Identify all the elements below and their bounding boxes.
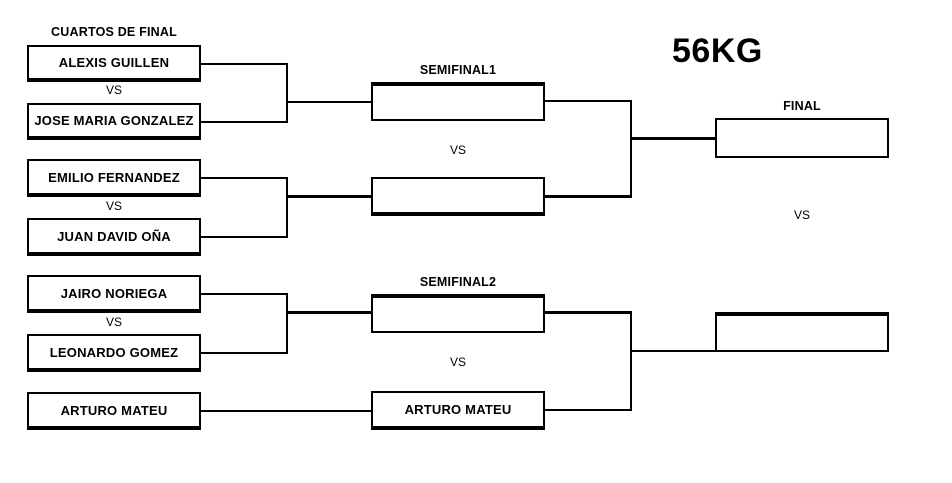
- qf1-bottom-connector: [200, 121, 288, 123]
- qf3-slot-bottom-label: LEONARDO GOMEZ: [49, 344, 179, 360]
- qf1-vs-label: VS: [105, 83, 122, 97]
- qf3-slot-bottom[interactable]: LEONARDO GOMEZ: [27, 334, 201, 372]
- round-label-final: FINAL: [783, 99, 821, 113]
- sf1-vs-label: VS: [449, 143, 466, 157]
- qf3-vs-label: VS: [105, 315, 122, 329]
- sf1-vertical-connector: [630, 100, 632, 197]
- qf1-vertical-connector: [286, 63, 288, 123]
- qf2-vertical-connector: [286, 177, 288, 238]
- qf2-bottom-connector: [200, 236, 288, 238]
- sf2-slot-bottom-label: ARTURO MATEU: [404, 402, 512, 417]
- qf2-vs-label: VS: [105, 199, 122, 213]
- sf2-top-connector: [545, 311, 632, 314]
- sf1-top-connector: [545, 100, 632, 102]
- sf2-to-final-connector: [630, 350, 716, 352]
- qf3-bottom-connector: [200, 352, 288, 354]
- sf1-slot-top[interactable]: [371, 82, 545, 121]
- round-label-semifinal-1: SEMIFINAL1: [419, 63, 497, 77]
- sf1-slot-bottom[interactable]: [371, 177, 545, 216]
- qf3-slot-top[interactable]: JAIRO NORIEGA: [27, 275, 201, 313]
- weight-class-title: 56KG: [672, 32, 763, 70]
- qf1-to-semifinal-connector: [286, 101, 372, 103]
- sf2-vertical-connector: [630, 311, 632, 411]
- qf4-slot-top-label: ARTURO MATEU: [60, 402, 168, 418]
- round-label-semifinal-2: SEMIFINAL2: [419, 275, 497, 289]
- qf2-slot-top[interactable]: EMILIO FERNANDEZ: [27, 159, 201, 197]
- sf2-vs-label: VS: [449, 355, 466, 369]
- qf2-slot-top-label: EMILIO FERNANDEZ: [48, 169, 180, 185]
- qf1-slot-bottom-label: JOSE MARIA GONZALEZ: [34, 113, 194, 128]
- sf1-bottom-connector: [545, 195, 632, 198]
- round-label-quarterfinals: CUARTOS DE FINAL: [51, 25, 177, 39]
- final-vs-label: VS: [793, 208, 810, 222]
- sf2-slot-top[interactable]: [371, 294, 545, 333]
- sf2-bottom-connector: [545, 409, 632, 411]
- final-slot-top[interactable]: [715, 118, 889, 158]
- qf4-slot-top[interactable]: ARTURO MATEU: [27, 392, 201, 430]
- qf2-slot-bottom-label: JUAN DAVID OÑA: [57, 228, 171, 244]
- qf1-slot-top-label: ALEXIS GUILLEN: [58, 55, 170, 70]
- qf3-vertical-connector: [286, 293, 288, 354]
- qf3-top-connector: [200, 293, 288, 295]
- qf1-slot-bottom[interactable]: JOSE MARIA GONZALEZ: [27, 103, 201, 140]
- sf2-slot-bottom[interactable]: ARTURO MATEU: [371, 391, 545, 430]
- qf1-slot-top[interactable]: ALEXIS GUILLEN: [27, 45, 201, 82]
- qf1-top-connector: [200, 63, 288, 65]
- qf4-to-semifinal-connector: [200, 410, 372, 412]
- qf2-top-connector: [200, 177, 288, 179]
- qf2-to-semifinal-connector: [286, 195, 372, 198]
- final-slot-bottom[interactable]: [715, 312, 889, 352]
- qf2-slot-bottom[interactable]: JUAN DAVID OÑA: [27, 218, 201, 256]
- sf1-to-final-connector: [630, 137, 716, 140]
- qf3-slot-top-label: JAIRO NORIEGA: [60, 285, 168, 301]
- qf3-to-semifinal-connector: [286, 311, 372, 314]
